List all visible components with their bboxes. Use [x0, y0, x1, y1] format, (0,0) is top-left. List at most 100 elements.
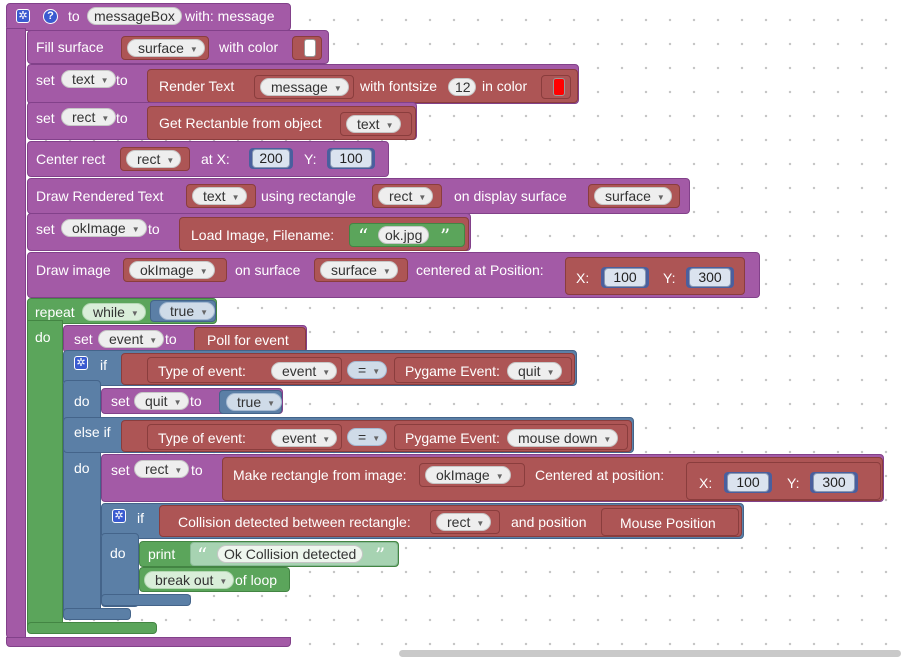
x-number-block[interactable]: 100 — [724, 472, 772, 493]
mouse-position-block[interactable]: Mouse Position — [601, 508, 739, 536]
else-if-do-label: do — [74, 460, 90, 476]
set-text-block[interactable]: set text▼ to Render Text message▼ with f… — [27, 64, 579, 104]
white-color-swatch[interactable] — [304, 39, 316, 57]
mouse-down-event-dropdown[interactable]: mouse down▼ — [507, 429, 619, 447]
rect-variable-dropdown[interactable]: rect▼ — [61, 108, 117, 126]
rect-variable-block[interactable]: rect▼ — [120, 147, 190, 171]
break-out-block[interactable]: break out▼ of loop — [139, 567, 290, 592]
message-variable-dropdown[interactable]: message▼ — [260, 78, 349, 96]
rect-variable-block[interactable]: rect▼ — [372, 184, 442, 208]
surface-variable-dropdown[interactable]: surface▼ — [320, 261, 398, 279]
red-color-block[interactable] — [541, 75, 571, 99]
true-value-dropdown[interactable]: true▼ — [159, 302, 216, 320]
x-number-field[interactable]: 200 — [252, 149, 290, 168]
surface-variable-dropdown[interactable]: surface▼ — [594, 187, 672, 205]
filename-string-block[interactable]: “ ok.jpg ” — [349, 223, 465, 247]
draw-image-block[interactable]: Draw image okImage▼ on surface surface▼ … — [27, 252, 760, 298]
type-of-event-block[interactable]: Type of event: event▼ — [147, 424, 342, 450]
get-rectangle-label: Get Rectanble from object — [159, 115, 322, 131]
if-mutator-gear-icon[interactable]: ✲ — [74, 356, 88, 370]
type-of-event-block[interactable]: Type of event: event▼ — [147, 357, 342, 383]
message-string-block[interactable]: “ Ok Collision detected ” — [190, 542, 398, 566]
make-rectangle-block[interactable]: Make rectangle from image: okImage▼ Cent… — [222, 457, 883, 501]
to-label: to — [190, 393, 202, 409]
red-color-swatch[interactable] — [553, 78, 565, 96]
surface-variable-block[interactable]: surface▼ — [588, 184, 680, 208]
set-rect-from-image-block[interactable]: set rect▼ to Make rectangle from image: … — [101, 454, 884, 502]
pygame-event-block[interactable]: Pygame Event: mouse down▼ — [394, 424, 628, 450]
set-okimage-block[interactable]: set okImage▼ to Load Image, Filename: “ … — [27, 213, 471, 251]
event-type-compare-block[interactable]: Type of event: event▼ =▼ Pygame Event: q… — [121, 353, 575, 385]
surface-variable-block[interactable]: surface▼ — [121, 36, 209, 60]
rect-variable-block[interactable]: rect▼ — [430, 510, 500, 534]
message-variable-block[interactable]: message▼ — [254, 75, 354, 99]
text-object-dropdown[interactable]: text▼ — [346, 115, 401, 133]
procedure-name-field[interactable]: messageBox — [87, 7, 182, 25]
y-number-field[interactable]: 100 — [330, 149, 372, 168]
set-event-block[interactable]: set event▼ to Poll for event — [63, 325, 307, 353]
help-question-icon[interactable]: ? — [43, 9, 58, 24]
at-x-label: at X: — [201, 151, 230, 167]
quit-variable-dropdown[interactable]: quit▼ — [134, 392, 189, 410]
y-number-field[interactable]: 300 — [813, 473, 855, 492]
load-image-block[interactable]: Load Image, Filename: “ ok.jpg ” — [179, 217, 469, 251]
horizontal-scrollbar[interactable] — [399, 650, 901, 657]
x-number-field[interactable]: 100 — [604, 268, 646, 287]
pygame-event-block[interactable]: Pygame Event: quit▼ — [394, 357, 572, 383]
event-variable-dropdown[interactable]: event▼ — [271, 429, 338, 447]
x-number-block[interactable]: 100 — [601, 267, 649, 288]
text-variable-dropdown[interactable]: text▼ — [61, 70, 116, 88]
okimage-variable-block[interactable]: okImage▼ — [419, 463, 525, 487]
y-number-block[interactable]: 300 — [686, 267, 734, 288]
filename-field[interactable]: ok.jpg — [378, 226, 430, 244]
set-label: set — [36, 110, 55, 126]
x-number-field[interactable]: 100 — [727, 473, 769, 492]
x-number-block[interactable]: 200 — [249, 148, 293, 169]
text-variable-block[interactable]: text▼ — [186, 184, 256, 208]
text-variable-block[interactable]: text▼ — [340, 112, 412, 136]
true-logic-block[interactable]: true▼ — [219, 390, 283, 414]
rect-variable-dropdown[interactable]: rect▼ — [378, 187, 434, 205]
get-rectangle-block[interactable]: Get Rectanble from object text▼ — [147, 106, 416, 140]
event-variable-dropdown[interactable]: event▼ — [271, 362, 338, 380]
okimage-variable-dropdown[interactable]: okImage▼ — [425, 466, 511, 484]
collision-detected-block[interactable]: Collision detected between rectangle: re… — [159, 505, 742, 537]
equals-operator-dropdown[interactable]: =▼ — [347, 361, 388, 379]
quit-event-dropdown[interactable]: quit▼ — [507, 362, 562, 380]
color-block[interactable] — [292, 36, 322, 60]
y-number-block[interactable]: 100 — [327, 148, 375, 169]
while-mode-dropdown[interactable]: while▼ — [82, 303, 146, 321]
position-block[interactable]: X: 100 Y: 300 — [565, 257, 745, 295]
mutator-gear-icon[interactable]: ✲ — [16, 9, 30, 23]
render-text-block[interactable]: Render Text message▼ with fontsize 12 in… — [147, 69, 578, 103]
equals-operator-dropdown[interactable]: =▼ — [347, 428, 388, 446]
text-variable-dropdown[interactable]: text▼ — [192, 187, 247, 205]
okimage-variable-dropdown[interactable]: okImage▼ — [61, 219, 147, 237]
fill-surface-label: Fill surface — [36, 39, 104, 55]
okimage-variable-dropdown[interactable]: okImage▼ — [129, 261, 215, 279]
true-logic-block[interactable]: true▼ — [150, 300, 216, 322]
center-rect-block[interactable]: Center rect rect▼ at X: 200 Y: 100 — [27, 141, 389, 177]
fontsize-field[interactable]: 12 — [448, 78, 476, 96]
true-value-dropdown[interactable]: true▼ — [226, 393, 283, 411]
rect-variable-dropdown[interactable]: rect▼ — [134, 460, 190, 478]
event-type-compare-block[interactable]: Type of event: event▼ =▼ Pygame Event: m… — [121, 420, 632, 452]
fill-surface-block[interactable]: Fill surface surface▼ with color — [27, 30, 329, 64]
okimage-variable-block[interactable]: okImage▼ — [123, 258, 227, 282]
rect-variable-dropdown[interactable]: rect▼ — [436, 513, 492, 531]
y-number-block[interactable]: 300 — [810, 472, 858, 493]
surface-variable-dropdown[interactable]: surface▼ — [127, 39, 205, 57]
set-quit-block[interactable]: set quit▼ to true▼ — [101, 388, 283, 414]
print-text-field[interactable]: Ok Collision detected — [217, 545, 364, 563]
y-number-field[interactable]: 300 — [689, 268, 731, 287]
surface-variable-block[interactable]: surface▼ — [314, 258, 408, 282]
set-rect-block[interactable]: set rect▼ to Get Rectanble from object t… — [27, 102, 417, 140]
draw-rendered-text-block[interactable]: Draw Rendered Text text▼ using rectangle… — [27, 178, 690, 214]
break-out-dropdown[interactable]: break out▼ — [144, 571, 235, 589]
position-block[interactable]: X: 100 Y: 300 — [686, 462, 881, 500]
rect-variable-dropdown[interactable]: rect▼ — [126, 150, 182, 168]
collision-if-gear-icon[interactable]: ✲ — [112, 509, 126, 523]
event-variable-dropdown[interactable]: event▼ — [98, 330, 165, 348]
print-block[interactable]: print “ Ok Collision detected ” — [139, 541, 399, 567]
